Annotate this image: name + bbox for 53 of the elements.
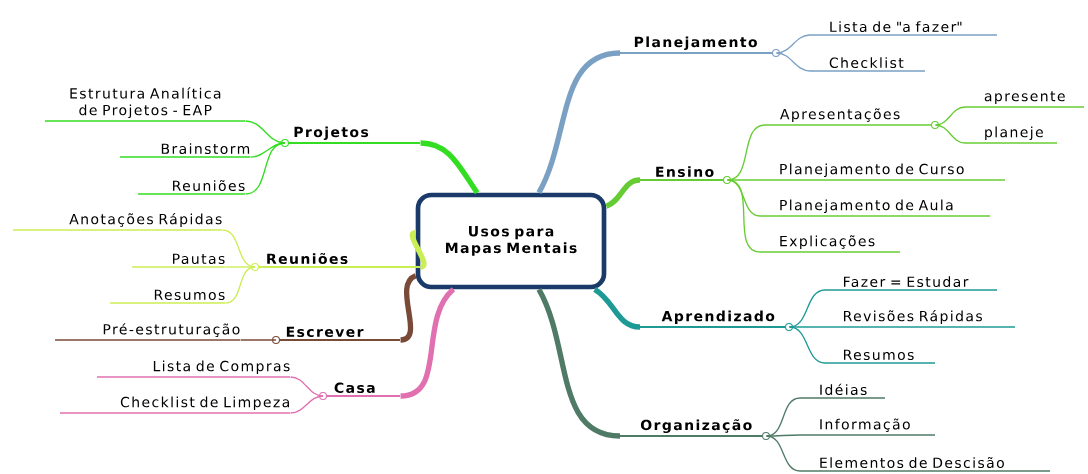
branch-line — [244, 120, 286, 144]
branch-line — [605, 177, 641, 209]
subtopic-label: apresente — [964, 91, 1085, 108]
branch-line — [420, 140, 480, 195]
subtopic-label: Planejamento de Aula — [759, 199, 991, 217]
branch-line — [765, 435, 801, 472]
branch-line — [788, 326, 826, 364]
topic-label: Aprendizado — [639, 310, 793, 331]
branch-line — [765, 434, 801, 437]
subtopic-label: Checklist de Limpeza — [59, 396, 291, 414]
topic-label: Ensino — [639, 166, 731, 184]
subtopic-label: Idéias — [799, 383, 886, 399]
branch-line — [593, 287, 641, 330]
subtopic-label: Fazer = Estudar — [824, 276, 998, 291]
branch-line — [788, 326, 826, 328]
central-topic-box: Usos para Mapas Mentais — [415, 192, 607, 290]
topic-label: Casa — [319, 382, 401, 400]
subtopic-label: planeje — [964, 126, 1058, 144]
subtopic-label: Informação — [799, 418, 936, 436]
branch-line — [224, 266, 256, 304]
subtopic-label: Lista de Compras — [96, 360, 291, 378]
topic-label: Projetos — [281, 126, 421, 147]
branch-line — [536, 288, 621, 439]
subtopic-label: Resumos — [824, 349, 936, 364]
subtopic-label: Revisões Rápidas — [824, 309, 1016, 328]
subtopic-label: Checklist — [809, 57, 926, 72]
branch-line — [536, 50, 621, 194]
branch-line — [224, 266, 256, 268]
branch-line — [244, 142, 286, 195]
branch-line — [726, 179, 761, 181]
topic-label: Planejamento — [619, 36, 780, 57]
subtopic-label: Pré-estruturação — [54, 323, 241, 341]
branch-line — [289, 395, 324, 414]
subtopic-label: Explicações — [759, 235, 901, 253]
branch-line — [289, 376, 324, 397]
topic-label: Escrever — [272, 326, 401, 344]
subtopic-label: Lista de "a fazer" — [809, 21, 998, 36]
subtopic-label: Planejamento de Curso — [759, 163, 1006, 181]
branch-line — [726, 179, 761, 253]
subtopic-label: Pautas — [131, 253, 226, 268]
subtopic-label: Estrutura Analítica de Projetos - EAP — [44, 87, 246, 122]
subtopic-label: Reuniões — [137, 180, 246, 195]
branch-line — [934, 106, 966, 126]
subtopic-label: Anotações Rápidas — [12, 212, 223, 231]
branch-line — [775, 34, 811, 54]
subtopic-label: Brainstorm — [119, 143, 251, 158]
subtopic-label: Elementos de Descisão — [799, 457, 1051, 472]
subtopic-label: Resumos — [109, 289, 226, 304]
branch-line — [775, 52, 811, 72]
branch-line — [934, 124, 966, 144]
subtopic-label: Apresentações — [764, 108, 939, 129]
branch-line — [239, 339, 277, 341]
topic-label: Organização — [619, 419, 770, 440]
